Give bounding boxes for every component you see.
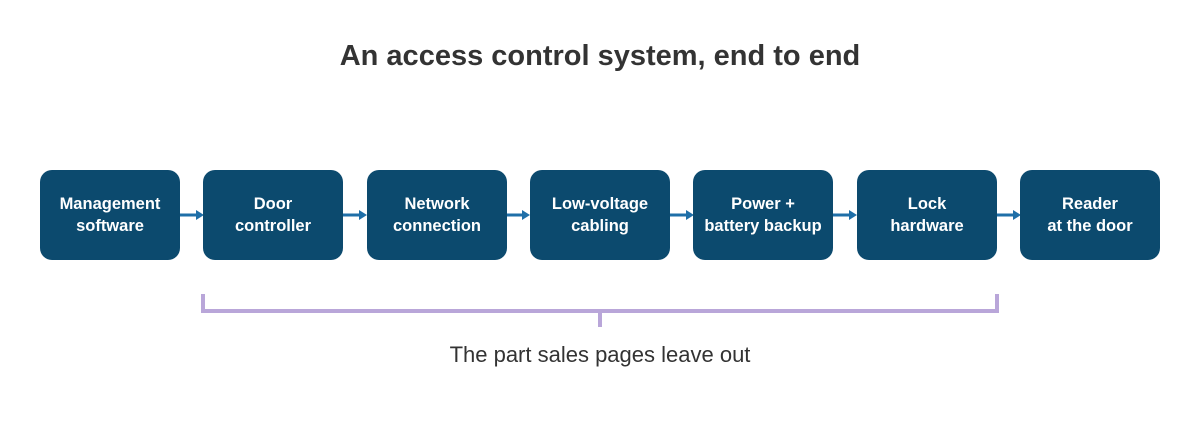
- arrow-2: [343, 210, 367, 220]
- step-line-1: Door: [253, 195, 293, 213]
- step-line-2: connection: [392, 217, 481, 235]
- step-line-2: battery backup: [704, 217, 822, 235]
- step-line-2: cabling: [571, 217, 629, 235]
- step-door-controller: Door controller: [203, 170, 343, 260]
- step-line-1: Network: [404, 195, 470, 213]
- arrow-5: [833, 210, 857, 220]
- step-line-2: controller: [234, 217, 312, 235]
- step-management-software: Management software: [40, 170, 180, 260]
- step-line-1: Management: [59, 195, 161, 213]
- step-lock-hardware: Lock hardware: [857, 170, 997, 260]
- arrow-4: [669, 210, 694, 220]
- step-line-1: Low-voltage: [551, 195, 649, 213]
- step-line-1: Power +: [731, 195, 795, 213]
- bracket-caption: The part sales pages leave out: [449, 342, 751, 367]
- arrow-1: [179, 210, 204, 220]
- step-line-2: software: [76, 217, 144, 235]
- arrow-3: [506, 210, 530, 220]
- step-line-2: at the door: [1047, 217, 1133, 235]
- step-line-1: Lock: [907, 195, 947, 213]
- step-line-2: hardware: [890, 217, 964, 235]
- step-reader-at-door: Reader at the door: [1020, 170, 1160, 260]
- bracket: [201, 294, 999, 327]
- diagram-title: An access control system, end to end: [339, 40, 861, 72]
- arrow-6: [996, 210, 1021, 220]
- step-low-voltage-cabling: Low-voltage cabling: [530, 170, 670, 260]
- step-power-battery-backup: Power + battery backup: [693, 170, 833, 260]
- step-line-1: Reader: [1062, 195, 1118, 213]
- step-network-connection: Network connection: [367, 170, 507, 260]
